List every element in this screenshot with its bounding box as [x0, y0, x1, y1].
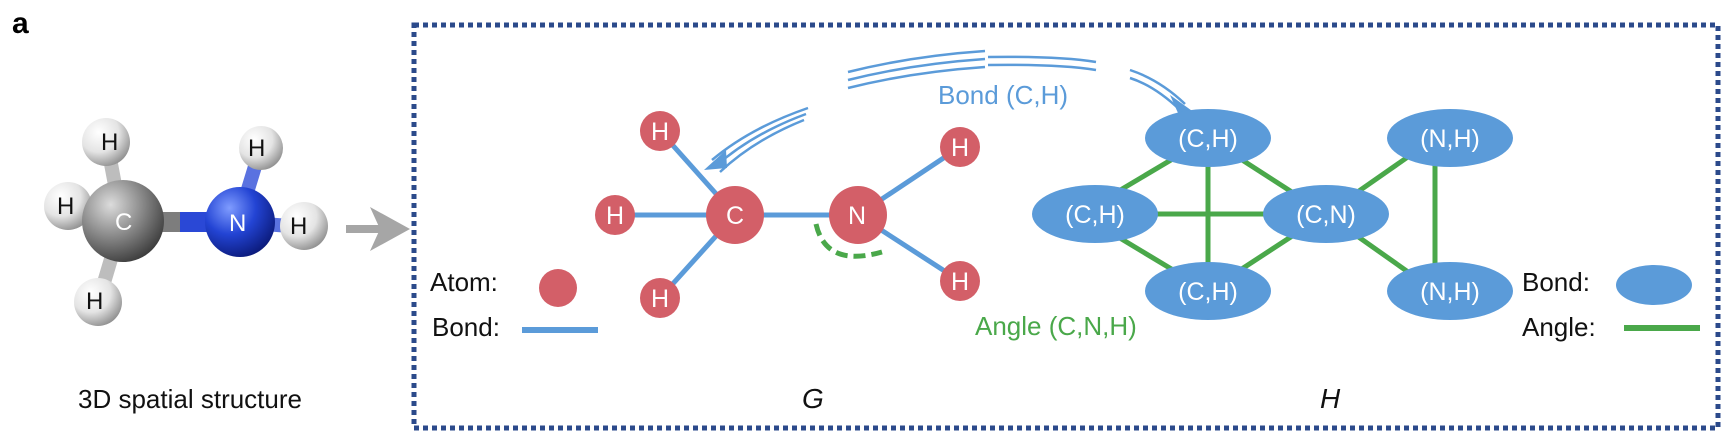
graph-g-bonds: [615, 129, 962, 300]
transform-arrow: [346, 207, 410, 251]
svg-text:C: C: [726, 202, 744, 230]
svg-text:(C,N): (C,N): [1296, 201, 1356, 229]
svg-text:H: H: [951, 134, 969, 162]
svg-text:H: H: [86, 288, 103, 315]
svg-text:H: H: [651, 118, 669, 146]
node-ch-bottom: (C,H): [1145, 262, 1271, 320]
molecule-3d-model: H H C H H N H: [44, 118, 328, 326]
legend-left: Atom: Bond:: [430, 267, 598, 342]
svg-text:H: H: [290, 213, 307, 240]
hydrogen-ball-bottom-left: H: [74, 278, 122, 326]
hydrogen-ball-right: H: [280, 202, 328, 250]
node-nh-top: (N,H): [1387, 109, 1513, 167]
atom-h-top-left: H: [640, 111, 680, 151]
legend-bond-label-left: Bond:: [432, 312, 500, 342]
atom-h-top-right: H: [940, 127, 980, 167]
svg-text:N: N: [848, 202, 866, 230]
svg-text:H: H: [101, 129, 118, 156]
angle-annotation: Angle (C,N,H): [975, 311, 1137, 341]
svg-text:H: H: [651, 285, 669, 313]
svg-text:H: H: [951, 268, 969, 296]
svg-text:(C,H): (C,H): [1178, 278, 1238, 306]
svg-text:(N,H): (N,H): [1420, 278, 1480, 306]
legend-bond-swatch-right: [1616, 265, 1692, 305]
svg-text:N: N: [229, 210, 246, 237]
hydrogen-ball-left: H: [44, 182, 92, 230]
svg-text:(C,H): (C,H): [1065, 201, 1125, 229]
node-ch-left: (C,H): [1032, 185, 1158, 243]
angle-arc-cnh: [813, 223, 883, 259]
legend-angle-label: Angle:: [1522, 312, 1596, 342]
svg-text:H: H: [606, 202, 624, 230]
graph-g: H H H C N H H: [595, 111, 980, 318]
graph-h-label: H: [1320, 383, 1341, 414]
graph-g-label: G: [802, 383, 824, 414]
legend-bond-label-right: Bond:: [1522, 267, 1590, 297]
svg-text:(N,H): (N,H): [1420, 125, 1480, 153]
atom-n: N: [829, 186, 887, 244]
legend-right: Bond: Angle:: [1522, 265, 1700, 342]
node-cn: (C,N): [1263, 185, 1389, 243]
node-ch-top: (C,H): [1145, 109, 1271, 167]
legend-atom-label: Atom:: [430, 267, 498, 297]
bond-correspondence-arrows: [711, 49, 1186, 173]
node-nh-bottom: (N,H): [1387, 262, 1513, 320]
svg-text:C: C: [115, 209, 132, 236]
molecule-caption: 3D spatial structure: [78, 384, 302, 414]
atom-h-bottom-left: H: [640, 278, 680, 318]
bond-arrowhead-right: [1170, 95, 1195, 113]
atom-h-bottom-right: H: [940, 261, 980, 301]
atom-h-left: H: [595, 195, 635, 235]
panel-label: a: [12, 7, 29, 40]
legend-atom-swatch: [539, 269, 577, 307]
svg-text:H: H: [57, 193, 74, 220]
graph-frame: [411, 22, 1721, 431]
bond-annotation: Bond (C,H): [938, 80, 1068, 110]
carbon-ball: C: [82, 180, 164, 262]
svg-text:(C,H): (C,H): [1178, 125, 1238, 153]
nitrogen-ball: N: [205, 187, 275, 257]
graph-h: (C,H) (C,H) (C,N) (C,H) (N,H) (N,H): [1032, 109, 1513, 320]
hydrogen-ball-top-right: H: [239, 126, 283, 170]
bond-arrowhead-left: [704, 150, 727, 170]
hydrogen-ball-top-left: H: [82, 118, 130, 166]
atom-c: C: [706, 186, 764, 244]
svg-text:H: H: [248, 135, 265, 162]
